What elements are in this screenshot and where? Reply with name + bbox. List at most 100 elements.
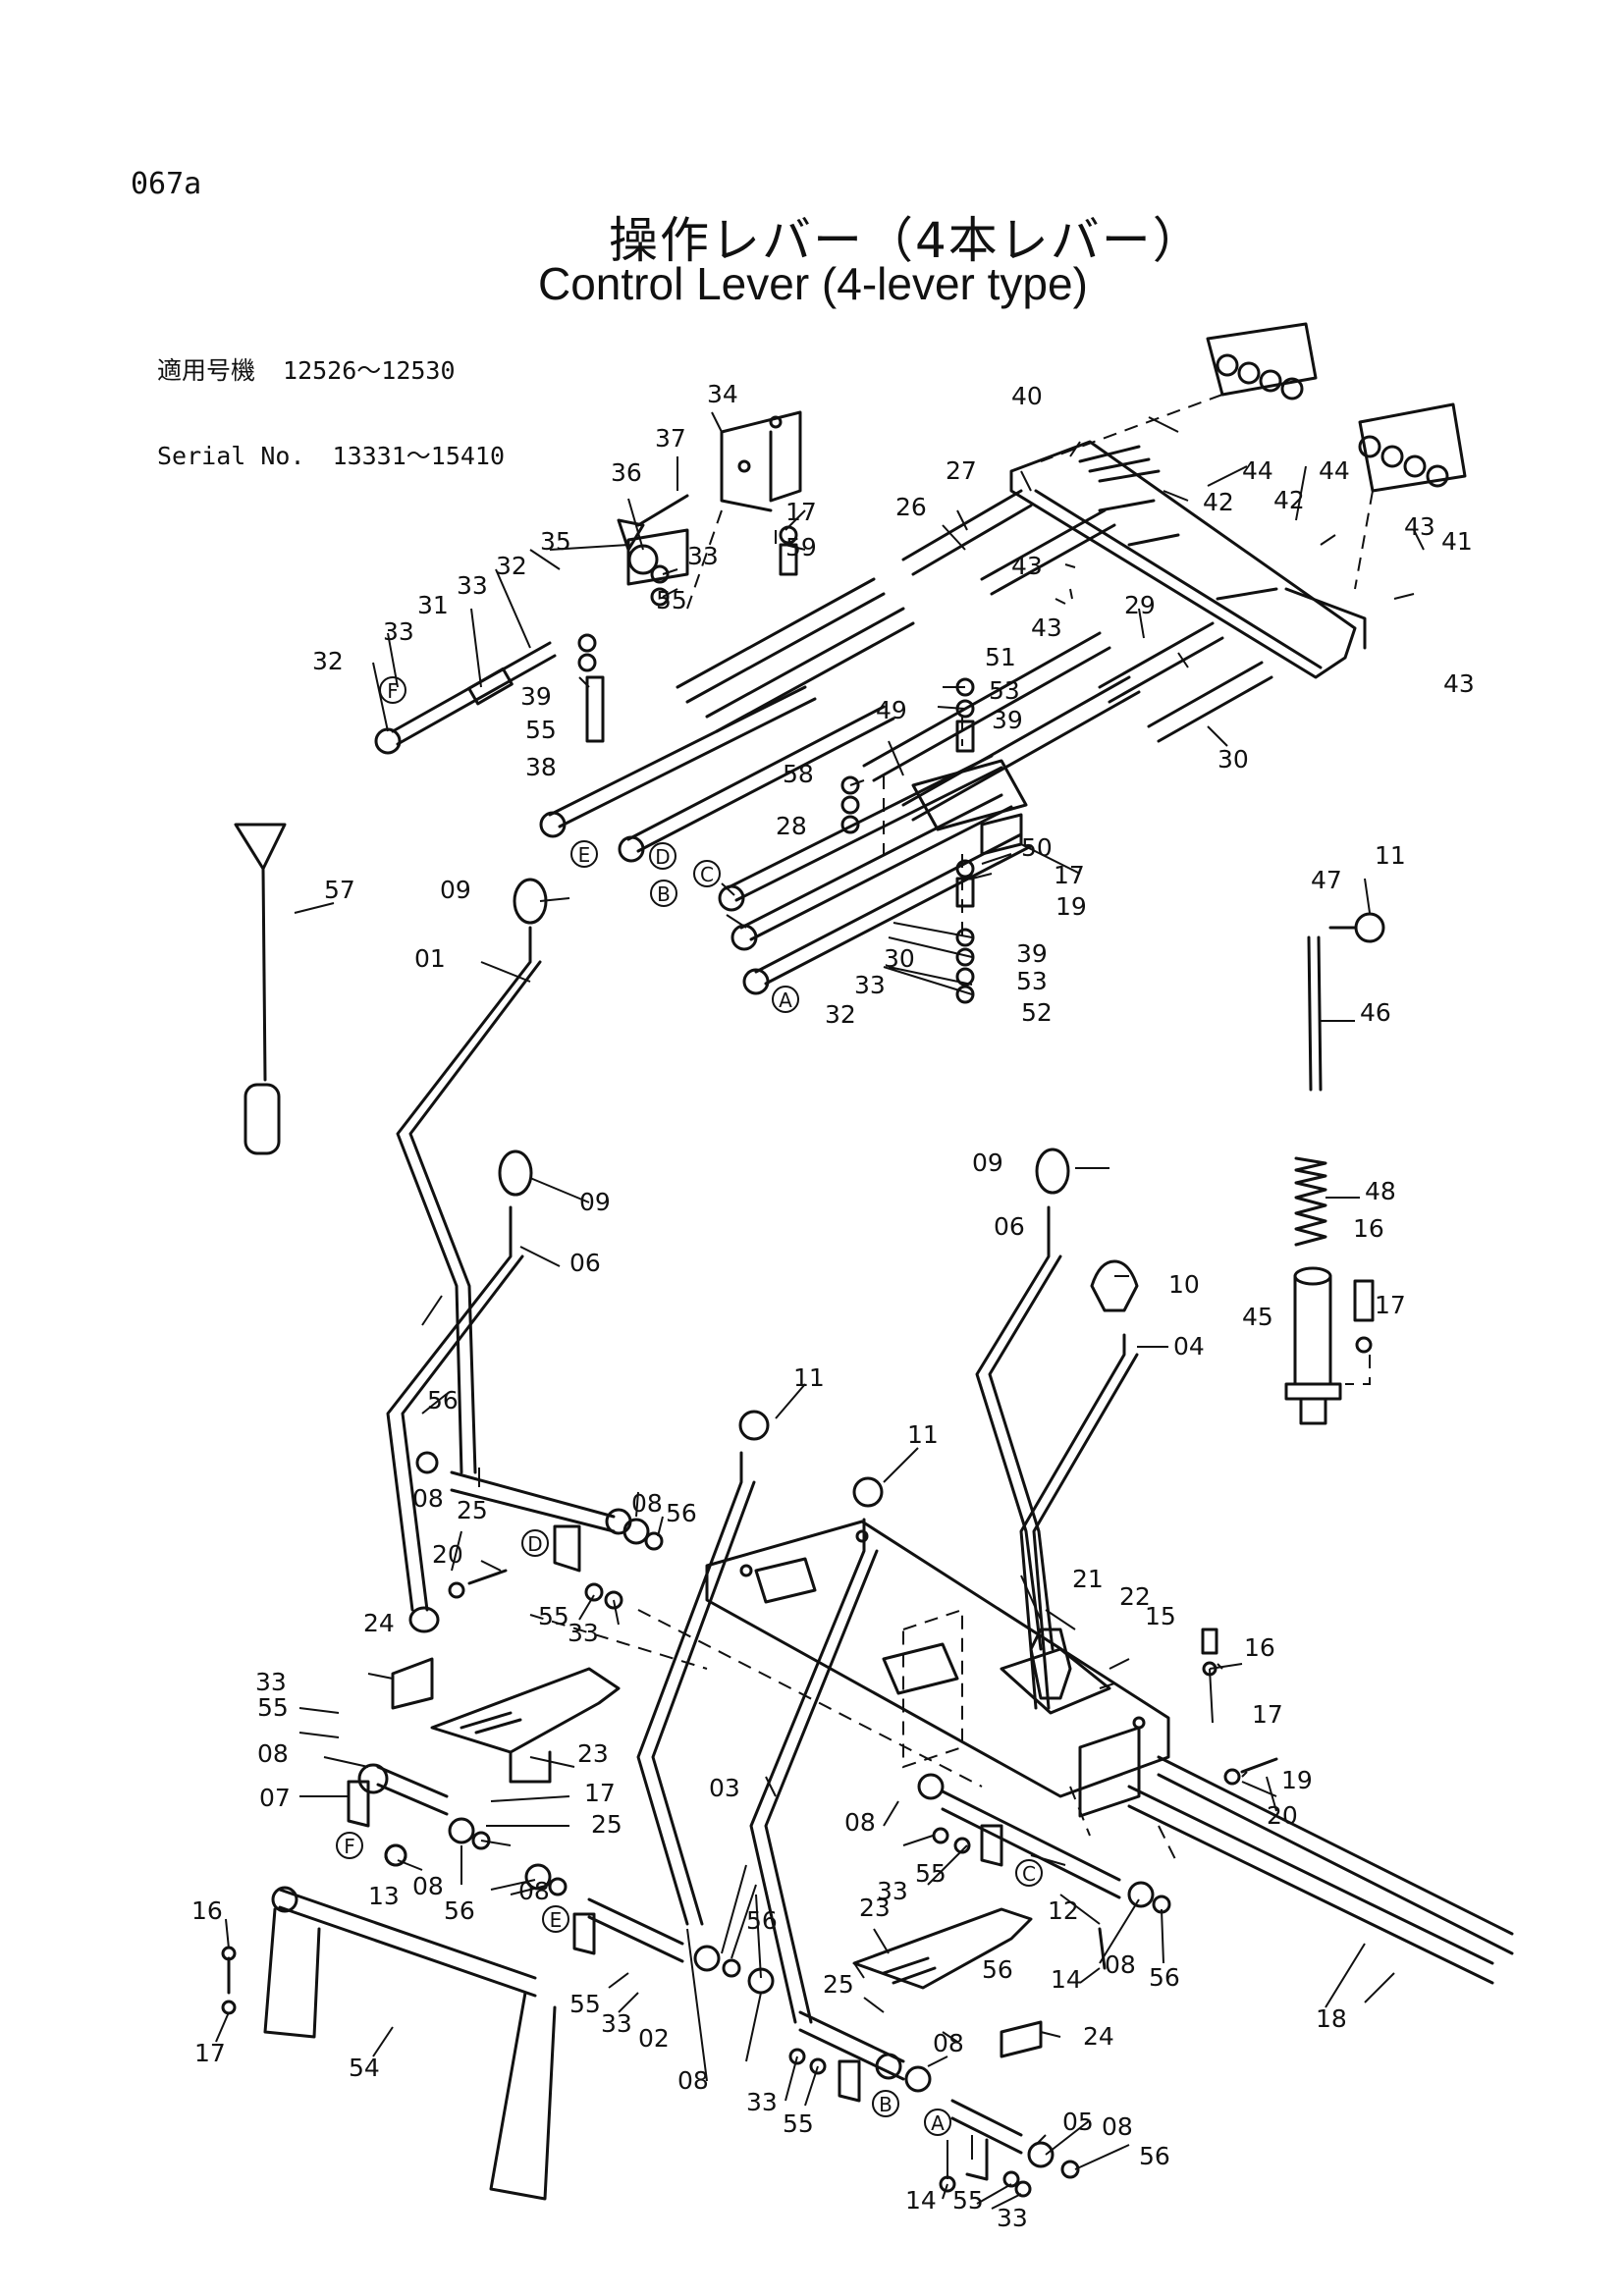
callout-11: 11 <box>793 1363 825 1392</box>
bracket-49-50 <box>883 717 1028 942</box>
callout-labels: 01 02 03 04 05 06 06 07 08 08 08 08 08 0… <box>191 380 1475 2232</box>
callout-39: 39 <box>992 706 1023 734</box>
rods-upper <box>676 489 1273 822</box>
callout-08: 08 <box>844 1808 876 1837</box>
callout-16: 16 <box>1353 1214 1384 1243</box>
callout-33: 33 <box>997 2204 1028 2232</box>
lever-04 <box>1019 1259 1139 1710</box>
lever-03 <box>749 1476 884 2024</box>
callout-32: 32 <box>825 1000 856 1029</box>
bolt-16-17-right <box>1201 1279 1375 1677</box>
callout-12: 12 <box>1048 1896 1079 1925</box>
callout-23: 23 <box>859 1894 891 1922</box>
callout-56: 56 <box>427 1386 459 1415</box>
pedal-23-right <box>852 1907 1033 1990</box>
callout-55: 55 <box>952 2186 984 2215</box>
callout-56: 56 <box>666 1499 697 1527</box>
marker-d-text: D <box>655 845 670 869</box>
callout-23: 23 <box>577 1739 609 1768</box>
spring-48 <box>1294 1156 1327 1247</box>
callout-20: 20 <box>1267 1801 1298 1830</box>
serial-row: 適用号機 12526～12530 <box>157 356 505 385</box>
callout-09: 09 <box>440 876 471 904</box>
callout-33: 33 <box>568 1619 599 1647</box>
callout-33: 33 <box>457 571 488 600</box>
callout-54: 54 <box>349 2054 380 2082</box>
callout-51: 51 <box>985 643 1016 671</box>
marker-a: A <box>924 2109 951 2136</box>
callout-14: 14 <box>905 2186 937 2215</box>
callout-09: 09 <box>972 1148 1003 1177</box>
callout-09: 09 <box>579 1188 611 1216</box>
callout-33: 33 <box>854 971 886 999</box>
callout-46: 46 <box>1360 998 1391 1027</box>
callout-04: 04 <box>1173 1332 1205 1361</box>
callout-02: 02 <box>638 2024 670 2053</box>
callout-44: 44 <box>1319 456 1350 485</box>
callout-26: 26 <box>895 493 927 521</box>
callout-30: 30 <box>884 944 915 973</box>
marker-f: F <box>336 1832 363 1859</box>
callout-17: 17 <box>785 498 817 526</box>
marker-d-text: D <box>527 1532 542 1556</box>
callout-03: 03 <box>709 1774 740 1802</box>
marker-e-text: E <box>550 1908 563 1932</box>
callout-16: 16 <box>1244 1633 1275 1662</box>
callout-32: 32 <box>496 552 527 580</box>
marker-b: B <box>650 880 677 907</box>
callout-56: 56 <box>982 1955 1013 1984</box>
rod-31 <box>374 641 557 755</box>
serial-value: 12526～12530 <box>283 356 456 385</box>
callout-10: 10 <box>1168 1270 1200 1299</box>
callout-18: 18 <box>1316 2004 1347 2033</box>
lever-06-left <box>386 1149 533 1633</box>
lever-46 <box>1307 912 1385 1092</box>
callout-38: 38 <box>525 753 557 781</box>
callout-15: 15 <box>1145 1602 1176 1630</box>
callout-08: 08 <box>933 2029 964 2057</box>
serial-label: 適用号機 <box>157 356 256 385</box>
callout-42: 42 <box>1203 488 1234 516</box>
title-english: Control Lever (4-lever type) <box>538 258 1088 309</box>
cross-shaft-a <box>939 2099 1080 2198</box>
title-japanese: 操作レバー（4本レバー） <box>609 212 1204 269</box>
callout-56: 56 <box>1139 2142 1170 2170</box>
marker-f-text: F <box>344 1835 355 1858</box>
callout-25: 25 <box>457 1496 488 1524</box>
marker-c: C <box>1015 1859 1043 1887</box>
callout-55: 55 <box>656 586 687 614</box>
cross-shaft-c <box>917 1773 1171 1970</box>
callout-58: 58 <box>783 760 814 788</box>
callout-44: 44 <box>1242 456 1273 485</box>
callout-56: 56 <box>444 1896 475 1925</box>
callout-28: 28 <box>776 812 807 840</box>
pedal-23-left <box>430 1667 621 1784</box>
callout-22: 22 <box>1119 1582 1151 1611</box>
marker-f: F <box>379 676 406 704</box>
callout-25: 25 <box>591 1810 622 1839</box>
bolts-20-25 <box>448 1569 623 1610</box>
marker-e-text: E <box>578 843 591 867</box>
lever-57 <box>234 823 287 1155</box>
marker-e: E <box>542 1905 569 1933</box>
callout-08: 08 <box>412 1872 444 1900</box>
circled-letter-markers: A A B B C C D D E E F F <box>336 676 1043 2136</box>
callout-48: 48 <box>1365 1177 1396 1205</box>
callout-17: 17 <box>194 2039 226 2067</box>
callout-17: 17 <box>584 1779 616 1807</box>
callout-43: 43 <box>1031 614 1062 642</box>
base-plate-15 <box>705 1520 1170 1798</box>
callout-43: 43 <box>1404 512 1435 541</box>
callout-19: 19 <box>1281 1766 1313 1794</box>
callout-33: 33 <box>601 2009 632 2038</box>
marker-e: E <box>570 840 598 868</box>
callout-11: 11 <box>907 1420 939 1449</box>
callout-55: 55 <box>783 2109 814 2138</box>
bracket-24-left <box>391 1657 434 1710</box>
callout-33: 33 <box>687 542 719 570</box>
callout-08: 08 <box>677 2066 709 2095</box>
callout-43: 43 <box>1443 669 1475 698</box>
callout-06-left: 06 <box>569 1249 601 1277</box>
